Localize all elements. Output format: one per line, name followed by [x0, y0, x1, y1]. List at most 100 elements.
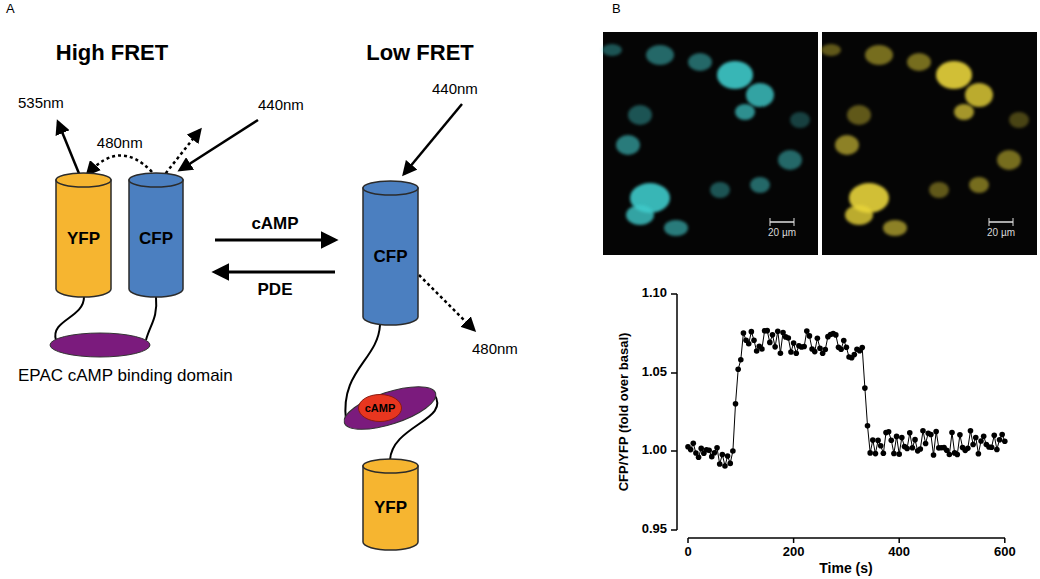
axis-title: CFP/YFP (fold over basal) [617, 333, 632, 492]
data-point [920, 428, 926, 434]
data-point [931, 452, 937, 458]
cell-blob [626, 205, 654, 225]
tick [671, 372, 677, 374]
data-point [727, 461, 733, 467]
cell-blob [847, 105, 871, 125]
cell-blob [821, 44, 841, 56]
cell-blob [965, 83, 993, 107]
data-point [833, 332, 839, 338]
wavelength: 440nm [432, 80, 478, 97]
data-point [822, 347, 828, 353]
data-point [714, 445, 720, 451]
data-point [997, 437, 1003, 443]
data-point [865, 423, 871, 429]
tick [671, 293, 677, 295]
cylinder-top [363, 181, 418, 195]
cell-blob [746, 83, 774, 107]
data-point [812, 349, 818, 355]
y-axis [676, 294, 678, 530]
cell-blob [969, 177, 989, 193]
data-point [688, 447, 694, 453]
data-point [973, 435, 979, 441]
data-point [891, 451, 897, 457]
cell-blob [602, 44, 622, 56]
data-point [947, 452, 953, 458]
cell-blob [954, 104, 974, 120]
scale-bar [794, 218, 795, 226]
scale-label: 20 µm [768, 227, 796, 239]
data-point [815, 335, 821, 341]
data-point [767, 340, 773, 346]
data-point [804, 328, 810, 334]
data-point [778, 350, 784, 356]
data-point [896, 451, 902, 457]
data-point [976, 451, 982, 457]
data-point [696, 454, 702, 460]
tick-label: 400 [888, 545, 910, 560]
cell-blob [936, 61, 972, 89]
cylinder-body [129, 180, 183, 297]
yfp-cylinder: YFP [362, 458, 419, 550]
panel-title: Low FRET [366, 40, 474, 65]
yfp-cylinder: YFP [55, 172, 112, 297]
data-point [844, 345, 850, 351]
cylinder-body [363, 188, 418, 325]
panel-title: High FRET [56, 40, 168, 65]
cell-blob [883, 220, 907, 236]
cell-blob [646, 45, 674, 65]
data-point [749, 329, 755, 335]
wavelength: 480nm [95, 134, 145, 151]
cell-blob [750, 177, 770, 193]
tick [671, 450, 677, 452]
data-point [873, 451, 879, 457]
domain-label: EPAC cAMP binding domain [18, 366, 233, 386]
panel-letter: B [612, 2, 621, 17]
data-point [772, 344, 778, 350]
data-point [910, 445, 916, 451]
tick [671, 529, 677, 531]
cylinder-body [363, 466, 418, 550]
data-point [923, 441, 929, 447]
scale-bar [989, 218, 990, 226]
data-point [859, 345, 865, 351]
data-point [733, 401, 739, 407]
node-label: cAMP [365, 402, 396, 415]
data-point [968, 428, 974, 434]
cell-blob [997, 150, 1021, 170]
circle-shape [359, 395, 402, 422]
tick-label: 600 [994, 545, 1016, 560]
tick-label: 0 [684, 545, 691, 560]
data-point [1002, 439, 1008, 445]
cylinder-body [56, 180, 111, 297]
cell-blob [710, 182, 730, 198]
data-point [886, 429, 892, 435]
data-point [741, 330, 747, 336]
data-point [912, 437, 918, 443]
scale-label: 20 µm [987, 227, 1015, 239]
data-point [957, 432, 963, 438]
data-point [738, 357, 744, 363]
cylinder-top [129, 173, 183, 187]
node-label: YFP [374, 498, 407, 518]
data-point [933, 429, 939, 435]
data-point [791, 340, 797, 346]
data-point [764, 328, 770, 334]
reaction-label: PDE [258, 280, 293, 300]
data-point [978, 438, 984, 444]
data-point [754, 348, 760, 354]
panel-letter: A [6, 2, 15, 17]
data-point [698, 446, 704, 452]
tick [687, 538, 689, 543]
data-line [688, 331, 1005, 466]
cell-blob [717, 61, 753, 89]
cell-blob [835, 135, 859, 155]
data-point [717, 461, 723, 467]
tick [793, 538, 795, 543]
wavelength: 440nm [258, 96, 304, 113]
cell-blob [628, 105, 652, 125]
node-label: CFP [374, 247, 408, 267]
data-point [954, 452, 960, 458]
data-point [918, 446, 924, 452]
cell-blob [929, 182, 949, 198]
emission-arrow [58, 122, 80, 176]
